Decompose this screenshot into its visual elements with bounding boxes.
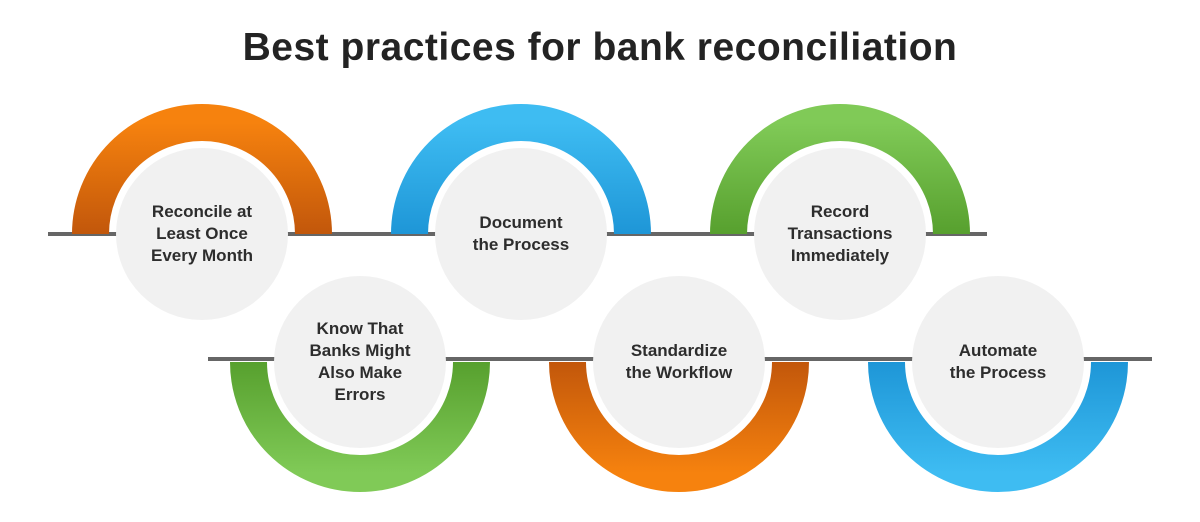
page-title: Best practices for bank reconciliation (242, 26, 958, 69)
step-label: Know That Banks Might Also Make Errors (309, 318, 411, 405)
step-circle: Reconcile at Least Once Every Month (116, 148, 288, 320)
blue-arc-icon (868, 361, 1128, 492)
green-arc-icon (710, 104, 970, 235)
step-label: Reconcile at Least Once Every Month (150, 201, 254, 266)
step-node-record-transactions: Record Transactions Immediately (710, 104, 970, 364)
step-node-document-process: Document the Process (391, 104, 651, 364)
step-circle: Automate the Process (912, 276, 1084, 448)
blue-arc-icon (391, 104, 651, 235)
step-label: Document the Process (472, 212, 570, 254)
orange-arc-icon (72, 104, 332, 235)
step-label: Automate the Process (949, 340, 1047, 382)
step-circle: Document the Process (435, 148, 607, 320)
step-circle: Record Transactions Immediately (754, 148, 926, 320)
step-node-reconcile-monthly: Reconcile at Least Once Every Month (72, 104, 332, 364)
green-arc-icon (230, 361, 490, 492)
step-node-standardize-workflow: Standardize the Workflow (549, 232, 809, 492)
step-label: Record Transactions Immediately (787, 201, 893, 266)
step-node-automate-process: Automate the Process (868, 232, 1128, 492)
step-node-banks-make-errors: Know That Banks Might Also Make Errors (230, 232, 490, 492)
step-label: Standardize the Workflow (625, 340, 733, 382)
orange-arc-icon (549, 361, 809, 492)
step-circle: Know That Banks Might Also Make Errors (274, 276, 446, 448)
step-circle: Standardize the Workflow (593, 276, 765, 448)
